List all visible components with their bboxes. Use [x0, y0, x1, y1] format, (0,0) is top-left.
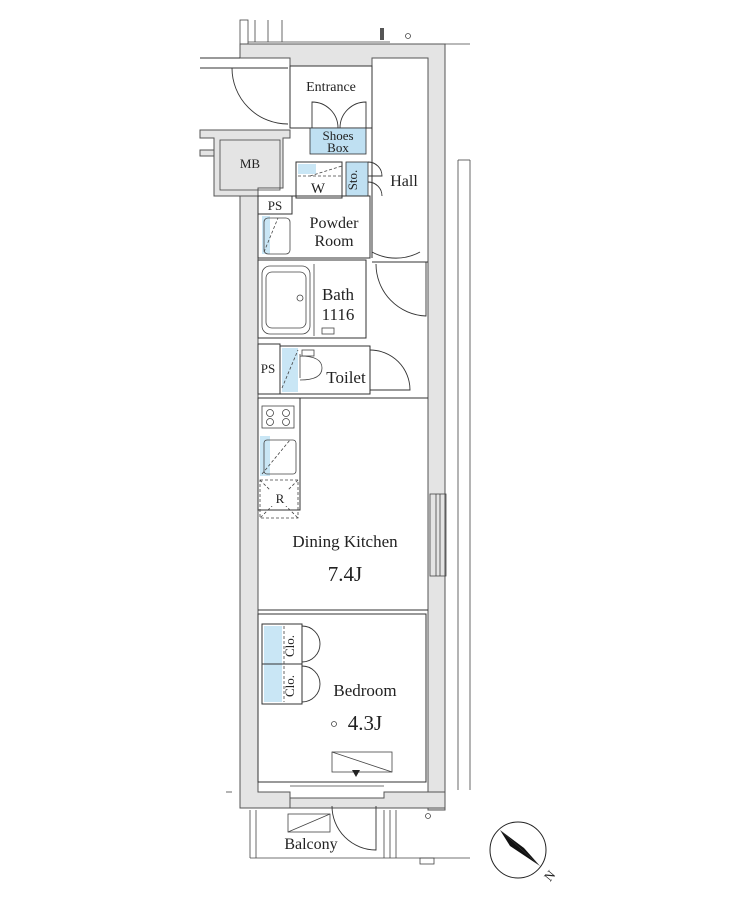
kitchen-counter: R — [257, 397, 301, 519]
bath-area: Bath 1116 — [257, 259, 428, 339]
mb-label: MB — [240, 156, 261, 171]
shoes-box-label-1: Shoes — [322, 128, 353, 143]
hall-label: Hall — [390, 173, 418, 190]
compass: N — [489, 821, 559, 884]
shoes-box — [309, 127, 367, 155]
hall-area: Hall Sto. W — [295, 66, 418, 258]
dining-kitchen-label: Dining Kitchen — [292, 532, 398, 551]
storage-label: Sto. — [345, 170, 360, 191]
bedroom-area: Clo. Clo. Bedroom 4.3J — [257, 613, 427, 787]
ps-upper-label: PS — [268, 198, 282, 213]
entrance-area: Entrance Shoes Box — [231, 65, 373, 155]
powder-room-area: PS Powder Room — [257, 195, 421, 259]
dining-kitchen-size: 7.4J — [328, 562, 362, 586]
bedroom-size: 4.3J — [348, 711, 382, 735]
compass-north-label: N — [541, 867, 559, 884]
bath-label-1: Bath — [322, 285, 355, 304]
entrance-label: Entrance — [306, 80, 356, 95]
mb-area: MB — [219, 139, 281, 191]
bath-label-2: 1116 — [322, 305, 355, 324]
refrigerator-label: R — [276, 491, 285, 506]
exterior-walls — [199, 19, 471, 811]
bedroom-label: Bedroom — [333, 681, 396, 700]
powder-room-label-2: Room — [314, 233, 354, 250]
wardrobe-label: W — [311, 181, 326, 197]
toilet-area: PS Toilet — [257, 343, 411, 395]
shoes-box-label-2: Box — [327, 140, 349, 155]
balcony-label: Balcony — [284, 836, 337, 853]
balcony-area: Balcony — [226, 791, 470, 865]
closet-lower-label: Clo. — [282, 675, 297, 697]
closet-upper-label: Clo. — [282, 635, 297, 657]
compass-ring — [489, 821, 547, 879]
powder-room-label-1: Powder — [310, 215, 360, 232]
toilet-label: Toilet — [326, 368, 366, 387]
ps-lower-label: PS — [261, 361, 275, 376]
